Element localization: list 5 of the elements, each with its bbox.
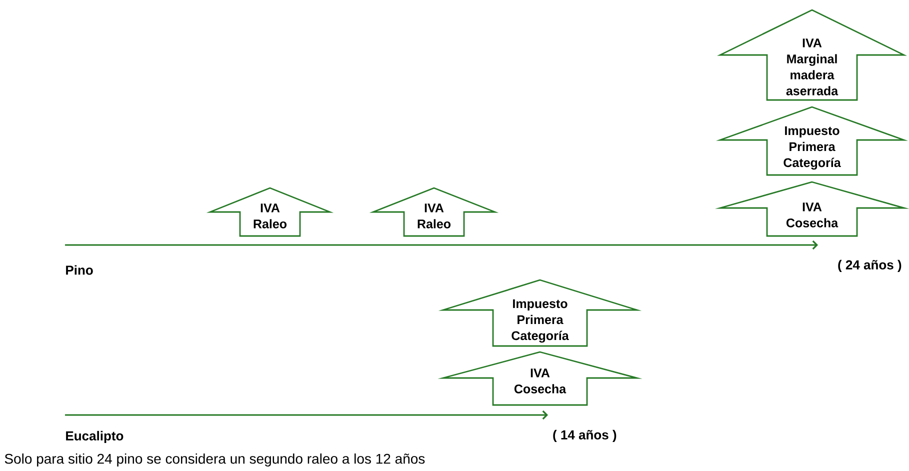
timeline-label: Pino — [66, 265, 93, 275]
duration-label: ( 14 años ) — [553, 430, 616, 442]
duration-label: ( 24 años ) — [838, 260, 902, 272]
footnote: Solo para sitio 24 pino se considera un segundo raleo a los 12 años — [4, 453, 425, 467]
timeline-label: Eucalipto — [66, 430, 124, 444]
